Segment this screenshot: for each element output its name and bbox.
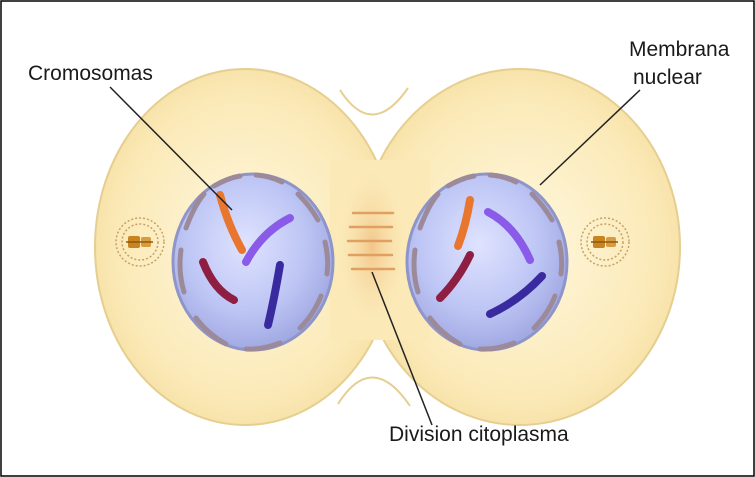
left-nucleus [173,174,333,350]
chromosomes-label: Cromosomas [28,62,153,85]
membrane-label-line1: Membrana [629,38,730,61]
cytoplasm-division-label: Division citoplasma [389,423,569,446]
cleavage-glow [334,157,410,337]
membrane-label-line2: nuclear [633,66,702,89]
right-nucleus [407,174,567,350]
